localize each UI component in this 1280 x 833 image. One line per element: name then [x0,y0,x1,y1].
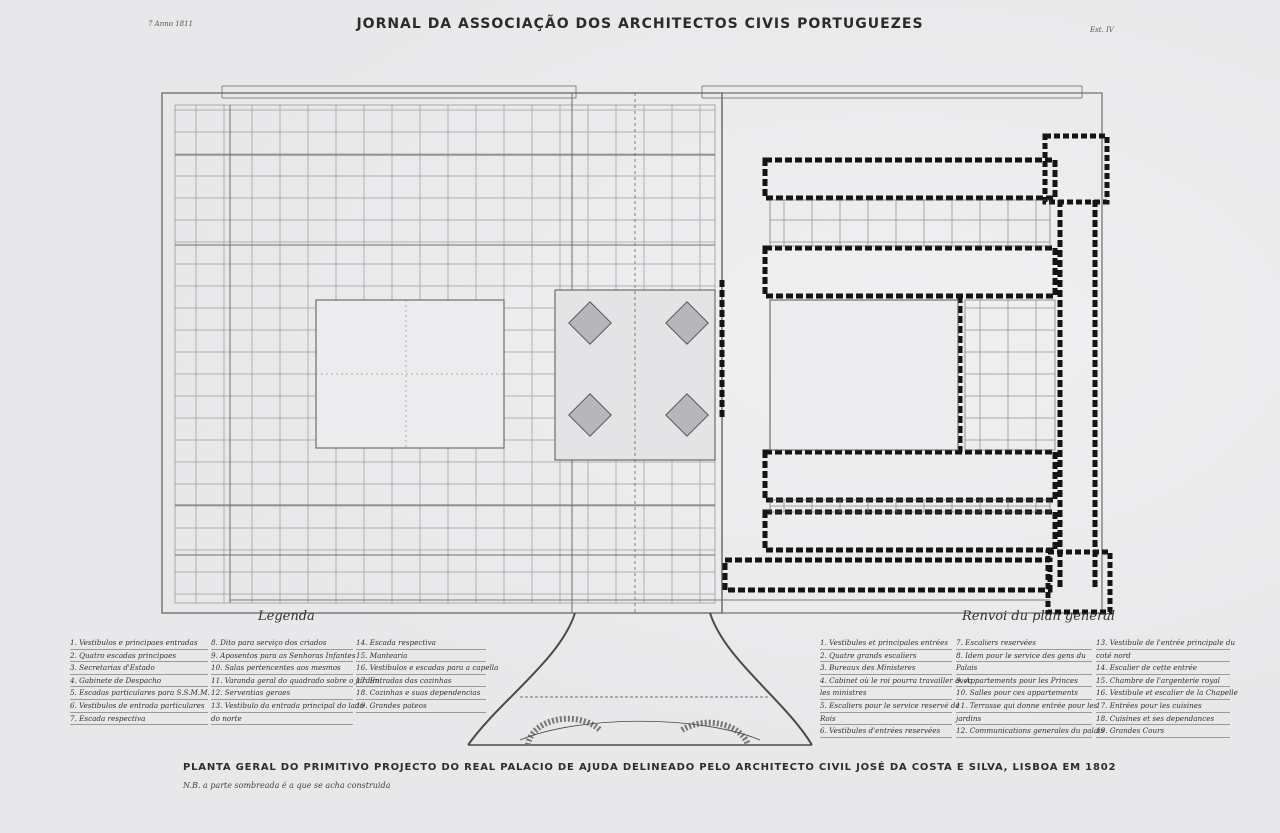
legend-item: 16. Vestibule et escalier de la Chapelle [1096,687,1238,700]
legend-item: 4. Cabinet où le roi pourra travailler a… [820,675,972,688]
legend-item: les ministres [820,687,952,700]
legend-item: 19. Grandes pateos [356,700,486,713]
legend-item: 9. Appartements pour les Princes [956,675,1092,688]
legend-item: 15. Chambre de l'argenterie royal [1096,675,1230,688]
plate-year-label: 7 Anno 1811 [148,20,194,28]
legend-item: 2. Quatre grands escaliers [820,650,952,663]
legend-item: 11. Terrasse qui donne entrée pour les [956,700,1097,713]
plate-number-label: Est. IV [1090,26,1114,34]
legend-item: jardins [956,713,1092,726]
shading-note: N.B. a parte sombreada é a que se acha c… [183,781,391,790]
legend-item: 17. Entrées pour les cuisines [1096,700,1230,713]
legend-item: do norte [211,713,353,726]
central-pavilion [554,93,716,613]
legend-item: Palais [956,662,1092,675]
legend-item: 18. Cuisines et ses dependances [1096,713,1230,726]
legend-item: 7. Escada respectiva [70,713,208,726]
legend-item: 17. Entradas das cozinhas [356,675,486,688]
stair-hall-se [665,393,709,437]
legend-item: 16. Vestibulos e escadas para a capella [356,662,498,675]
legend-item: 13. Vestibulo da entrada principal do la… [211,700,364,713]
legend-item: 6. Vestibulos de entrada particulares [70,700,208,713]
legend-item: 18. Cozinhas e suas dependencias [356,687,486,700]
legend-fr-col-1: 1. Vestibules et principales entrées 2. … [820,637,972,738]
legend-item: 10. Salas pertencentes aos mesmos [211,662,353,675]
legend-item: coté nord [1096,650,1230,663]
legend-fr-col-3: 13. Vestibule de l'entrée principale du … [1096,637,1238,738]
legend-item: 3. Bureaux des Ministeres [820,662,952,675]
legend-item: 14. Escada respectiva [356,637,486,650]
legend-pt-col-2: 8. Dito para serviço dos criados 9. Apos… [211,637,379,726]
stair-hall-sw [568,393,612,437]
legend-item: 10. Salles pour ces appartements [956,687,1092,700]
legend-item: 15. Mantearia [356,650,486,663]
legend-item: 2. Quatro escadas principaes [70,650,208,663]
legend-pt-col-1: 1. Vestibulos e principaes entradas 2. Q… [70,637,210,726]
journal-title: JORNAL DA ASSOCIAÇÃO DOS ARCHITECTOS CIV… [356,16,924,32]
legend-item: Rois [820,713,952,726]
legend-item: 8. Idem pour le service des gens du [956,650,1092,663]
stair-hall-ne [665,301,709,345]
legend-item: 11. Varanda geral do quadrado sobre o ja… [211,675,379,688]
legend-item: 7. Escaliers reservées [956,637,1092,650]
legend-item: 5. Escaliers pour le service reservé de [820,700,960,713]
legend-item: 12. Communications generales du palais [956,725,1104,738]
legend-heading-pt: Legenda [258,609,315,624]
legend-item: 13. Vestibule de l'entrée principale du [1096,637,1235,650]
legend-item: 1. Vestibulos e principaes entradas [70,637,208,650]
legend-item: 8. Dito para serviço dos criados [211,637,353,650]
legend-item: 1. Vestibules et principales entrées [820,637,952,650]
legend-item: 14. Escalier de cette entrée [1096,662,1230,675]
legend-fr-col-2: 7. Escaliers reservées 8. Idem pour le s… [956,637,1104,738]
legend-heading-fr: Renvoi du plan general [962,609,1116,624]
legend-item: 3. Secretarias d'Estado [70,662,208,675]
plan-caption: PLANTA GERAL DO PRIMITIVO PROJECTO DO RE… [183,762,1117,773]
legend-item: 6. Vestibules d'entrées reservées [820,725,952,738]
legend-item: 12. Serventias geraes [211,687,353,700]
legend-item: 4. Gabinete de Despacho [70,675,208,688]
legend-pt-col-3: 14. Escada respectiva 15. Mantearia 16. … [356,637,498,713]
legend-item: 5. Escadas particulares para S.S.M.M. [70,687,210,700]
stair-hall-nw [568,301,612,345]
built-wing [701,85,1113,615]
south-forecourt [230,599,1050,747]
legend-item: 19. Grandes Cours [1096,725,1230,738]
legend-item: 9. Aposentos para as Senhoras Infantes [211,650,356,663]
